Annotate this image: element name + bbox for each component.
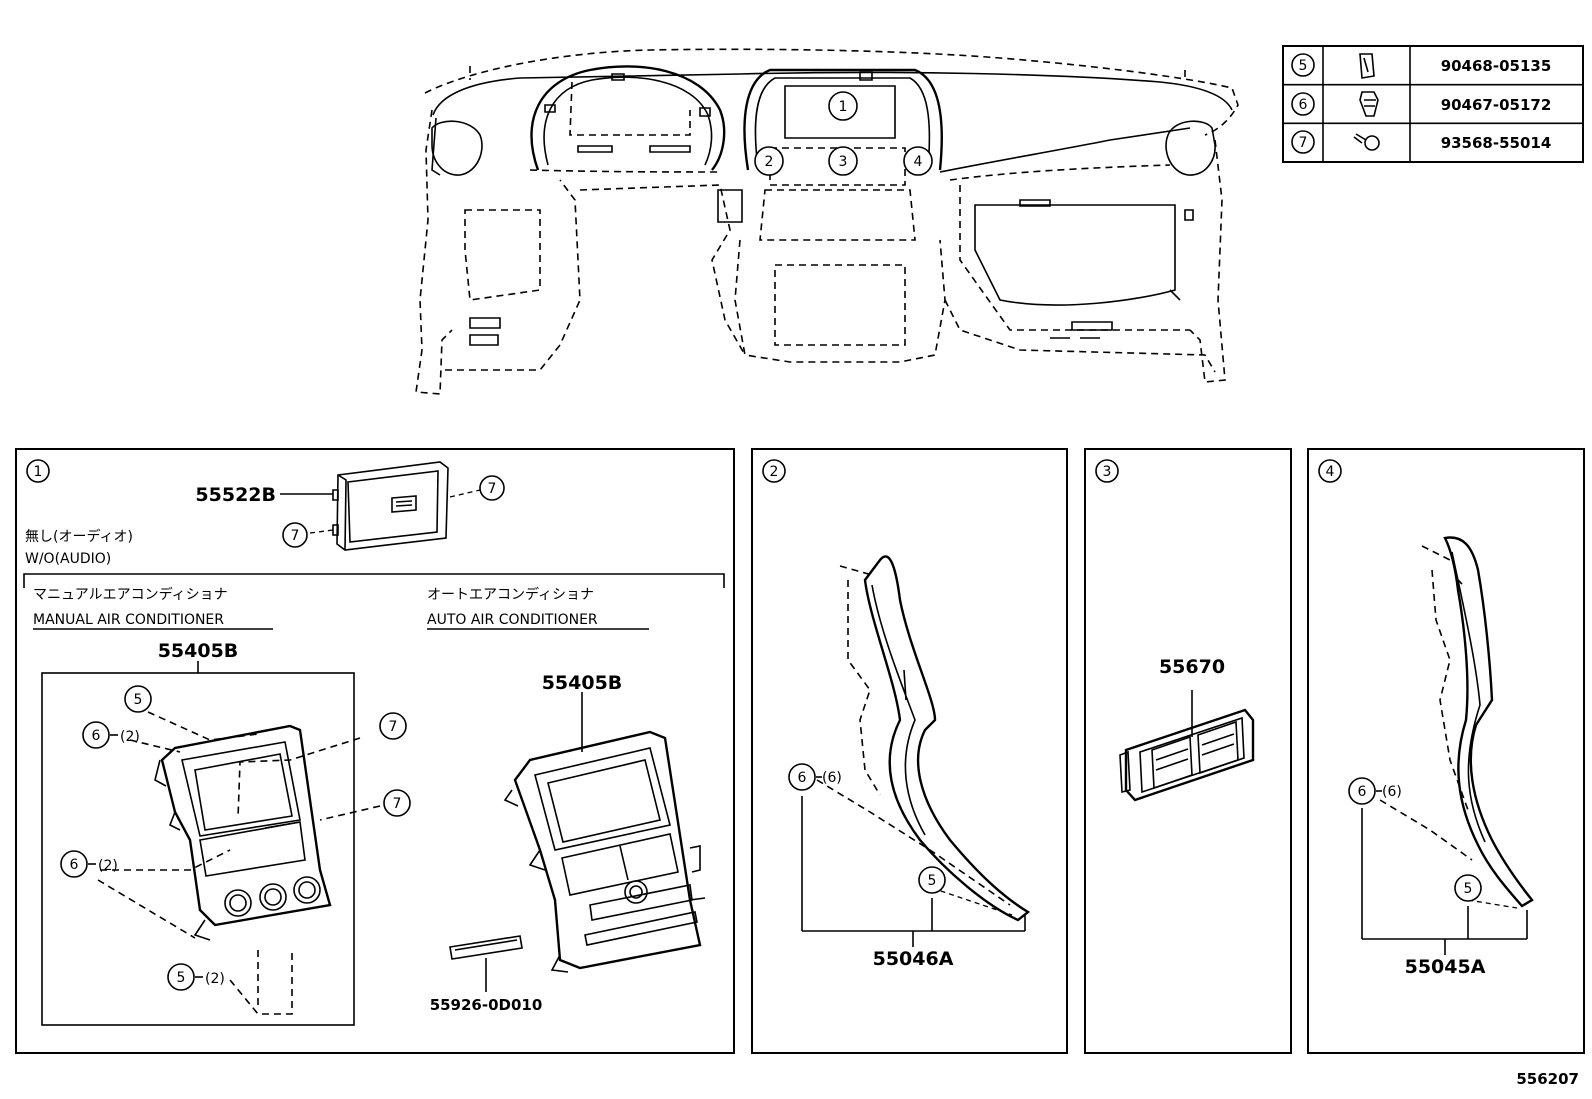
part-55522b: 55522B [195,484,276,506]
p1-qty-6b: (2) [98,858,118,874]
dash-callout-2 [754,146,784,176]
p1-ref-7a-text: 7 [488,481,497,497]
option-bracket [23,573,725,588]
panel-4-frame [1307,448,1585,1054]
part-55926-0d010: 55926-0D010 [430,996,543,1014]
part-55045a: 55045A [1405,956,1486,978]
p1-ref-7c-text: 7 [389,719,398,735]
p1-ref-6b [60,850,88,878]
p1-ref-5a [124,685,152,713]
p4-ref-6-text: 6 [1358,784,1367,800]
manual-ac-jp: マニュアルエアコンディショナ [33,586,228,603]
p1-ref-6a-text: 6 [92,728,101,744]
part-55046a: 55046A [873,948,954,970]
p2-ref-6 [788,763,816,791]
p1-ref-7c [379,712,407,740]
panel-2-frame [751,448,1068,1054]
legend-part-number-5: 90468-05135 [1441,57,1552,75]
panel-3-vent-drawing [1119,708,1255,802]
panel-3-badge [1095,459,1119,483]
p4-ref-6 [1348,777,1376,805]
panel-2-number: 2 [770,464,779,480]
dash-callout-1-text: 1 [839,99,848,115]
grommet-clip-icon [1359,91,1379,117]
panel-4-garnish-drawing [1443,536,1534,908]
dash-callout-4-text: 4 [914,154,923,170]
panel-1-frame [15,448,735,1054]
p1-ref-5b-text: 5 [177,970,186,986]
p1-ref-7d-text: 7 [393,796,402,812]
panel-3-number: 3 [1103,464,1112,480]
p2-ref-5-text: 5 [928,873,937,889]
dash-callout-2-text: 2 [765,154,774,170]
p1-qty-6a: (2) [120,729,140,745]
dash-callout-3-text: 3 [839,154,848,170]
wo-audio-jp: 無し(オーディオ) [25,528,133,545]
panel-2-garnish-drawing [863,555,1031,922]
instrument-panel-drawing [415,48,1239,395]
p1-ref-7d [383,789,411,817]
panel-1-number: 1 [34,464,43,480]
panel-1-badge [26,459,50,483]
diagram-id: 556207 [1516,1070,1579,1088]
p1-ref-6b-text: 6 [70,857,79,873]
auto-ac-en: AUTO AIR CONDITIONER [427,612,598,628]
p1-ref-5a-text: 5 [134,692,143,708]
auto-ac-jp: オートエアコンディショナ [427,586,594,603]
panel-4-badge [1318,459,1342,483]
screw-icon [1353,133,1380,151]
p2-ref-6-text: 6 [798,770,807,786]
panel-4-number: 4 [1326,464,1335,480]
fastener-legend-table [1282,45,1584,163]
p1-ref-7b [282,522,308,548]
legend-ref-6: 6 [1299,97,1308,113]
p4-ref-5 [1454,874,1482,902]
auto-ac-bezel-drawing [503,730,706,973]
legend-ref-5: 5 [1299,58,1308,74]
panel-2-badge [762,459,786,483]
legend-ref-7: 7 [1299,135,1308,151]
part-55405b-auto: 55405B [542,672,623,694]
legend-part-number-7: 93568-55014 [1441,134,1552,152]
p1-ref-7a [479,475,505,501]
p4-qty-6: (6) [1382,784,1402,800]
p1-ref-6a [82,721,110,749]
legend-part-number-6: 90467-05172 [1441,96,1552,114]
p1-ref-5b [167,963,195,991]
part-55405b-manual: 55405B [158,640,239,662]
p1-qty-5b: (2) [205,971,225,987]
p2-qty-6: (6) [822,770,842,786]
wo-audio-en: W/O(AUDIO) [25,551,111,567]
dash-callout-1 [828,91,858,121]
dash-callout-3 [828,146,858,176]
part-55670: 55670 [1159,656,1225,678]
dash-callout-4 [903,146,933,176]
manual-ac-en: MANUAL AIR CONDITIONER [33,612,224,628]
clip-icon [1359,53,1375,79]
p1-ref-7b-text: 7 [291,528,300,544]
manual-ac-bezel-drawing [154,724,332,941]
p4-ref-5-text: 5 [1464,881,1473,897]
panel-3-frame [1084,448,1292,1054]
p2-ref-5 [918,866,946,894]
blank-plate-drawing [332,461,449,551]
label-plate-drawing [449,935,523,960]
